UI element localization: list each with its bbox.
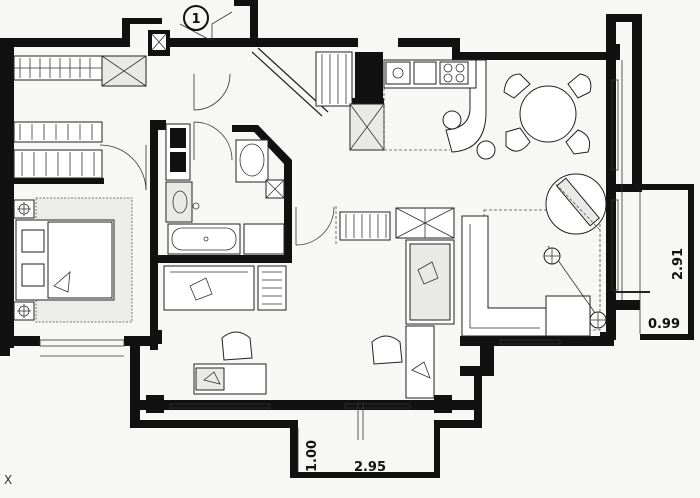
doors — [99, 11, 335, 246]
study — [163, 265, 435, 399]
interior-walls — [14, 52, 614, 413]
corner-mark: X — [4, 473, 12, 487]
living-room — [405, 173, 607, 337]
windows — [39, 60, 623, 440]
dimension-front-balcony-width: 1.00 — [305, 440, 320, 472]
bedroom — [13, 55, 147, 323]
entrance-callout: 1 — [183, 5, 209, 31]
balconies — [297, 190, 650, 472]
dimension-side-balcony-length: 2.91 — [671, 248, 686, 280]
exterior-walls — [0, 0, 694, 478]
bathroom — [165, 123, 285, 255]
dimension-front-balcony-length: 2.95 — [354, 460, 386, 475]
callout-label: 1 — [191, 12, 200, 27]
dimension-side-balcony-width: 0.99 — [648, 317, 680, 332]
kitchen — [315, 51, 592, 160]
hall — [335, 206, 455, 246]
columns — [148, 30, 620, 60]
